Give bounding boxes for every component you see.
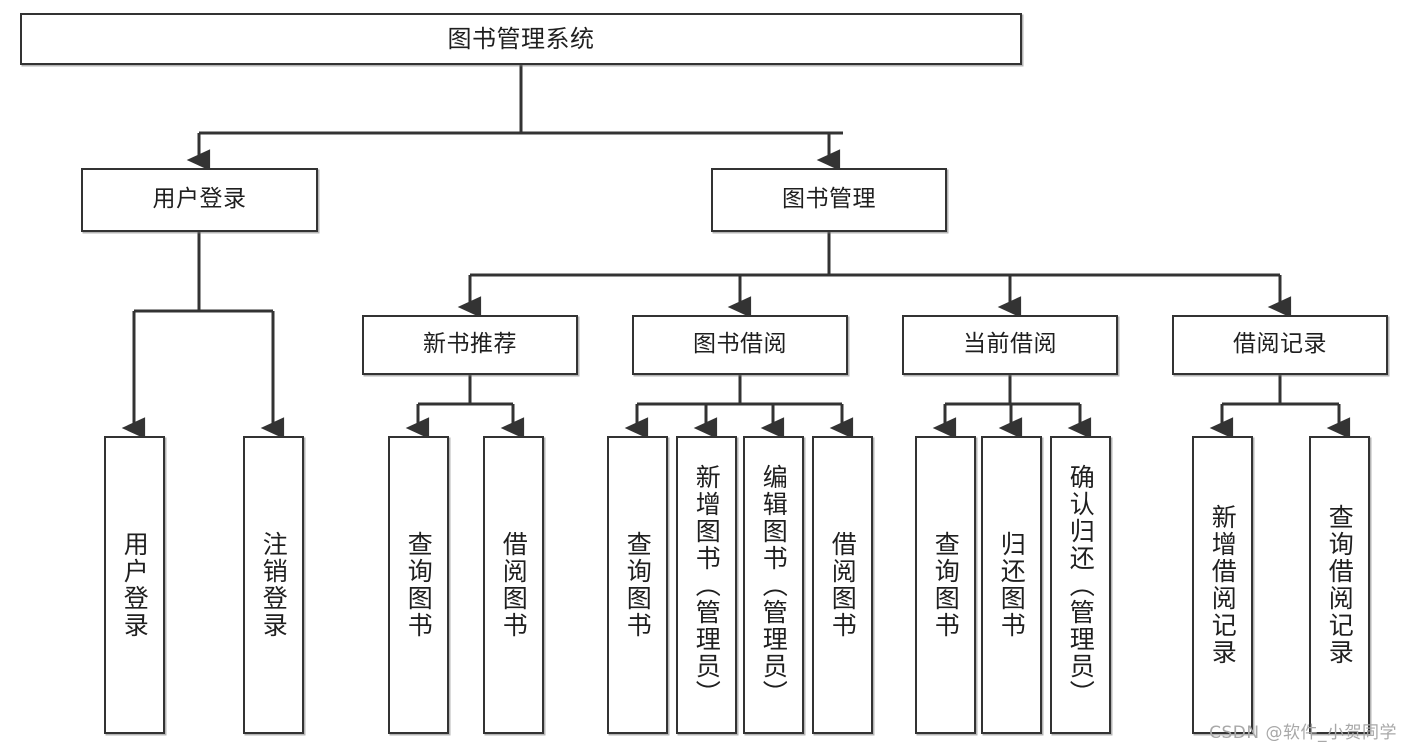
node-user-login[interactable]: 用户登录 xyxy=(81,168,318,232)
node-label: 借阅图书 xyxy=(499,531,529,639)
leaf-query-books-borrow[interactable]: 查询图书 xyxy=(607,436,668,734)
node-label: 新增图书（管理员） xyxy=(692,463,722,707)
leaf-add-book-admin[interactable]: 新增图书（管理员） xyxy=(676,436,737,734)
leaf-query-borrow-record[interactable]: 查询借阅记录 xyxy=(1309,436,1370,734)
node-book-borrowing[interactable]: 图书借阅 xyxy=(632,315,848,375)
node-label: 图书管理 xyxy=(782,186,876,213)
node-borrowing-records[interactable]: 借阅记录 xyxy=(1172,315,1388,375)
node-label: 编辑图书（管理员） xyxy=(759,463,789,707)
node-current-borrowing[interactable]: 当前借阅 xyxy=(902,315,1118,375)
leaf-query-books-current[interactable]: 查询图书 xyxy=(915,436,976,734)
leaf-confirm-return-admin[interactable]: 确认归还（管理员） xyxy=(1050,436,1111,734)
node-label: 查询图书 xyxy=(931,531,961,639)
node-label: 借阅图书 xyxy=(828,531,858,639)
leaf-add-borrow-record[interactable]: 新增借阅记录 xyxy=(1192,436,1253,734)
node-label: 归还图书 xyxy=(997,531,1027,639)
leaf-logout[interactable]: 注销登录 xyxy=(243,436,304,734)
node-label: 图书管理系统 xyxy=(447,24,595,53)
node-label: 用户登录 xyxy=(152,186,247,213)
node-label: 注销登录 xyxy=(259,531,289,639)
leaf-return-books[interactable]: 归还图书 xyxy=(981,436,1042,734)
leaf-query-books-new-book[interactable]: 查询图书 xyxy=(388,436,449,734)
node-label: 图书借阅 xyxy=(693,331,787,358)
leaf-edit-book-admin[interactable]: 编辑图书（管理员） xyxy=(743,436,804,734)
node-label: 用户登录 xyxy=(120,531,150,639)
node-book-management[interactable]: 图书管理 xyxy=(711,168,947,232)
node-label: 新增借阅记录 xyxy=(1208,504,1238,666)
node-book-management-system[interactable]: 图书管理系统 xyxy=(20,13,1022,65)
node-label: 借阅记录 xyxy=(1233,331,1327,358)
leaf-borrow-books-new-book[interactable]: 借阅图书 xyxy=(483,436,544,734)
node-label: 新书推荐 xyxy=(423,331,517,358)
node-label: 查询图书 xyxy=(623,531,653,639)
node-label: 确认归还（管理员） xyxy=(1066,463,1096,707)
node-new-book-recommendation[interactable]: 新书推荐 xyxy=(362,315,578,375)
node-label: 查询图书 xyxy=(404,531,434,639)
leaf-user-login[interactable]: 用户登录 xyxy=(104,436,165,734)
leaf-borrow-books[interactable]: 借阅图书 xyxy=(812,436,873,734)
node-label: 查询借阅记录 xyxy=(1325,504,1355,666)
node-label: 当前借阅 xyxy=(963,331,1057,358)
